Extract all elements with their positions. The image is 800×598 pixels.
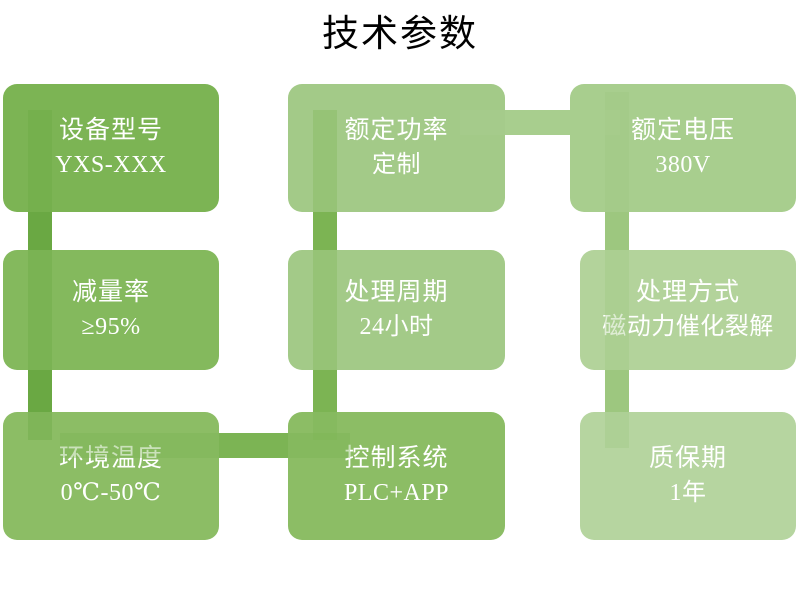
param-card-treatment-method[interactable]: 处理方式磁动力催化裂解 — [580, 250, 796, 370]
param-card-reduction-rate[interactable]: 减量率 ≥95% — [3, 250, 219, 370]
param-card-label: 控制系统 — [344, 445, 449, 472]
param-card-device-model[interactable]: 设备型号 YXS-XXX — [3, 84, 219, 212]
param-card-label: 减量率 — [71, 279, 150, 306]
param-card-label: 额定功率 — [344, 117, 449, 144]
param-card-ambient-temperature[interactable]: 环境温度 0℃-50℃ — [3, 412, 219, 540]
param-card-warranty-period[interactable]: 质保期 1年 — [580, 412, 796, 540]
param-card-label: 设备型号 — [58, 117, 163, 144]
param-card-value: 1年 — [669, 480, 707, 506]
param-card-value: YXS-XXX — [55, 152, 167, 178]
param-card-value: 0℃-50℃ — [60, 480, 162, 506]
param-card-value: 定制 — [372, 152, 421, 178]
param-card-value: ≥95% — [81, 314, 141, 340]
param-card-label: 额定电压 — [630, 117, 735, 144]
param-card-label: 环境温度 — [58, 445, 163, 472]
param-card-label: 处理周期 — [344, 279, 449, 306]
param-card-value: 24小时 — [359, 314, 434, 340]
param-card-value: 磁动力催化裂解 — [602, 314, 774, 340]
param-card-value: 380V — [655, 152, 711, 178]
param-card-label: 质保期 — [648, 445, 727, 472]
param-card-rated-power[interactable]: 额定功率定制 — [288, 84, 505, 212]
param-card-control-system[interactable]: 控制系统 PLC+APP — [288, 412, 505, 540]
page-title: 技术参数 — [322, 14, 478, 55]
param-card-treatment-cycle[interactable]: 处理周期 24小时 — [288, 250, 505, 370]
param-card-label: 处理方式 — [635, 279, 740, 306]
param-card-rated-voltage[interactable]: 额定电压 380V — [570, 84, 796, 212]
param-card-value: PLC+APP — [343, 480, 450, 506]
